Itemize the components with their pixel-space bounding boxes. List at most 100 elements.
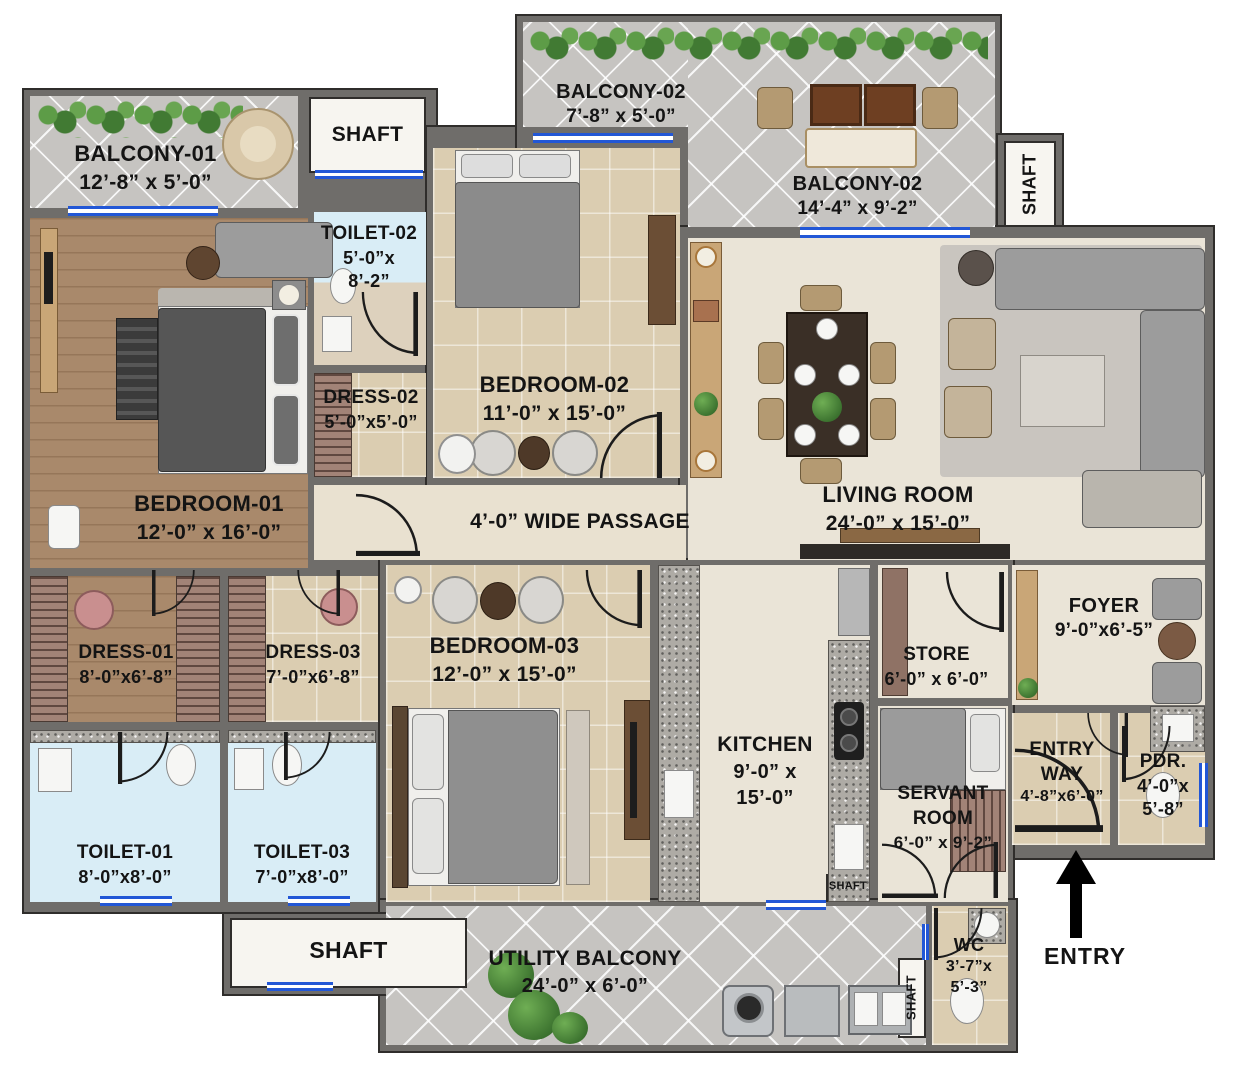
servant-pillow bbox=[970, 714, 1000, 772]
entry-arrow-stem bbox=[1070, 882, 1082, 938]
living-name: LIVING ROOM bbox=[822, 482, 974, 508]
label-bedroom02: BEDROOM-02 11’-0” x 15’-0” bbox=[452, 370, 657, 428]
window-balcony02a bbox=[533, 133, 673, 143]
window-pdr bbox=[1199, 763, 1208, 827]
plant-utility-2 bbox=[508, 990, 560, 1040]
door-entry bbox=[1015, 748, 1103, 832]
label-living-room: LIVING ROOM 24’-0” x 15’-0” bbox=[788, 480, 1008, 538]
door-bedroom03 bbox=[585, 570, 642, 628]
dress02-name: DRESS-02 bbox=[323, 386, 419, 408]
dress01-chair bbox=[74, 590, 114, 630]
balcony01-name: BALCONY-01 bbox=[74, 141, 217, 167]
kitchen-dims1: 9’-0” x bbox=[733, 760, 797, 783]
dining-centerpiece bbox=[812, 392, 842, 422]
door-toilet02 bbox=[361, 292, 418, 356]
bedroom01-dims: 12’-0” x 16’-0” bbox=[136, 520, 282, 544]
pdr-dims1: 4’-0”x bbox=[1137, 775, 1189, 796]
bedroom01-pillow-1 bbox=[272, 314, 300, 386]
toilet01-shower-strip bbox=[30, 730, 220, 743]
window-kitchen-utility bbox=[766, 900, 826, 910]
door-bedroom01 bbox=[356, 493, 420, 556]
window-balcony02b bbox=[800, 227, 970, 238]
living-pouf-dark bbox=[958, 250, 994, 286]
bedroom03-duvet bbox=[448, 710, 558, 884]
floor-shaft-bottom bbox=[230, 918, 467, 988]
door-dress01 bbox=[152, 570, 195, 616]
bedroom02-name: BEDROOM-02 bbox=[479, 372, 630, 398]
bedroom02-basin bbox=[438, 434, 476, 474]
dining-plate-2 bbox=[794, 364, 816, 386]
bedroom03-round-table bbox=[480, 582, 516, 620]
door-servant-left bbox=[882, 843, 938, 898]
label-store: STORE 6’-0” x 6’-0” bbox=[864, 640, 1009, 694]
bedroom02-round-table bbox=[518, 436, 550, 470]
wc-basin bbox=[974, 912, 1000, 938]
toilet02-name: TOILET-02 bbox=[320, 223, 418, 245]
toilet01-wc bbox=[166, 744, 196, 786]
label-dress03: DRESS-03 7’-0”x6’-8” bbox=[238, 638, 388, 692]
label-foyer: FOYER 9’-0”x6’-5” bbox=[1038, 590, 1170, 646]
balcony02b-dims: 14’-4” x 9’-2” bbox=[797, 197, 918, 219]
utility-washer-drum bbox=[734, 993, 764, 1023]
bedroom03-tv-unit bbox=[624, 700, 650, 840]
floor-bedroom02 bbox=[433, 148, 680, 478]
dress02-wardrobe bbox=[314, 373, 352, 477]
window-shaft1 bbox=[315, 170, 423, 179]
bedroom03-chair-1 bbox=[432, 576, 478, 624]
bedroom01-lamp bbox=[278, 284, 300, 306]
utility-name: UTILITY BALCONY bbox=[488, 947, 682, 971]
door-wc bbox=[934, 908, 983, 960]
bedroom02-pillow-1 bbox=[461, 154, 513, 178]
balcony01-dims: 12’-8” x 5’-0” bbox=[79, 170, 212, 194]
utility-sink-bowl-2 bbox=[882, 992, 906, 1026]
bedroom01-daybed bbox=[215, 222, 333, 278]
label-balcony02b: BALCONY-02 14’-4” x 9’-2” bbox=[765, 168, 950, 224]
dining-chair-left-2 bbox=[758, 398, 784, 440]
label-pdr: PDR. 4’-0”x 5’-8” bbox=[1120, 744, 1206, 828]
living-media-unit bbox=[800, 544, 1010, 559]
door-bedroom02 bbox=[599, 412, 662, 478]
door-toilet01 bbox=[118, 732, 169, 784]
servant-name1: SERVANT bbox=[897, 783, 989, 805]
bedroom01-name: BEDROOM-01 bbox=[134, 491, 284, 517]
label-balcony01: BALCONY-01 12’-8” x 5’-0” bbox=[43, 138, 248, 198]
passage-name: 4’-0” WIDE PASSAGE bbox=[470, 510, 690, 534]
living-armchair-2 bbox=[944, 386, 992, 438]
bedroom01-duvet bbox=[158, 308, 266, 472]
label-dress02: DRESS-02 5’-0”x5’-0” bbox=[312, 384, 430, 436]
bedroom03-pillow-1 bbox=[412, 714, 444, 790]
bedroom03-name: BEDROOM-03 bbox=[429, 633, 580, 659]
label-shaft-top-right: SHAFT bbox=[1004, 141, 1056, 227]
dress03-wardrobe bbox=[228, 576, 266, 722]
dining-chair-right-1 bbox=[870, 342, 896, 384]
foyer-chair-1 bbox=[1152, 578, 1202, 620]
label-bedroom01: BEDROOM-01 12’-0” x 16’-0” bbox=[100, 488, 318, 548]
dining-plate-3 bbox=[838, 364, 860, 386]
shaft3-name: SHAFT bbox=[309, 937, 388, 964]
shaft1-name: SHAFT bbox=[331, 123, 404, 147]
toilet03-basin bbox=[234, 748, 264, 790]
door-servant-right bbox=[943, 842, 998, 898]
toilet02-dims1: 5’-0”x bbox=[343, 247, 395, 268]
dining-chair-left-1 bbox=[758, 342, 784, 384]
door-pdr bbox=[1122, 726, 1171, 782]
utility-dims: 24’-0” x 6’-0” bbox=[521, 974, 649, 997]
toilet03-dims: 7’-0”x8’-0” bbox=[255, 866, 349, 887]
label-shaft-wc: SHAFT bbox=[898, 958, 926, 1038]
dining-chair-bottom bbox=[800, 458, 842, 484]
door-store bbox=[945, 572, 1004, 632]
kitchen-counter-left bbox=[658, 565, 700, 902]
toilet03-name: TOILET-03 bbox=[253, 841, 351, 863]
bedroom03-pillow-2 bbox=[412, 798, 444, 874]
label-utility: UTILITY BALCONY 24’-0” x 6’-0” bbox=[440, 942, 730, 1002]
wc-toilet bbox=[950, 978, 984, 1024]
living-console-books bbox=[693, 300, 719, 322]
window-toilet01 bbox=[100, 896, 172, 906]
store-dims: 6’-0” x 6’-0” bbox=[884, 668, 989, 689]
label-servant: SERVANT ROOM 6’-0” x 9’-2” bbox=[876, 776, 1010, 860]
toilet02-basin bbox=[322, 316, 352, 352]
window-utility-wc bbox=[922, 924, 929, 960]
bedroom01-basin bbox=[48, 505, 80, 549]
bedroom03-basin bbox=[394, 576, 422, 604]
living-sofa-top bbox=[995, 248, 1205, 310]
